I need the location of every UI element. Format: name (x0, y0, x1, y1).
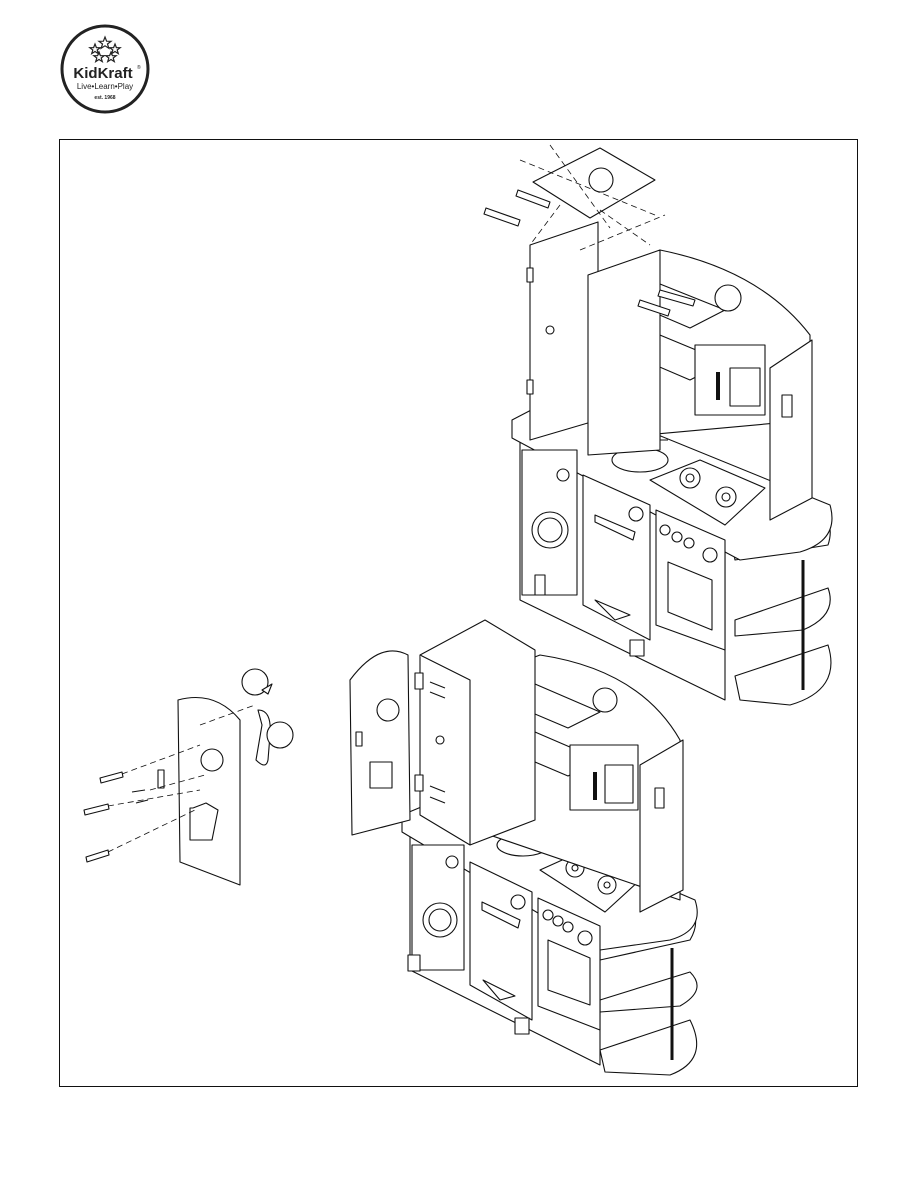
screw-icon (84, 772, 148, 862)
kitchen-bottom (350, 620, 697, 1075)
knob-icon (557, 469, 569, 481)
hinge-icon (782, 395, 792, 417)
door-exploded (84, 669, 293, 885)
kitchen-top (484, 145, 832, 705)
callout-circle-b (267, 722, 293, 748)
